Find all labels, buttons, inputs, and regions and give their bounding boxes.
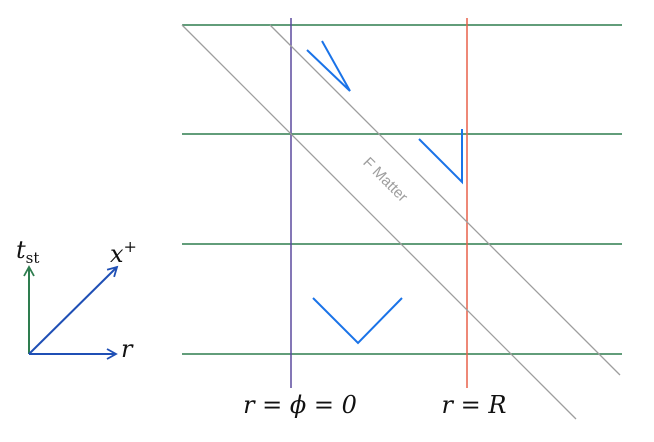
origin-label: r = ϕ = 0 (243, 391, 357, 419)
light-cone-top (306, 40, 351, 92)
matter-line-inner (181, 24, 577, 420)
boundary-label: r = R (442, 391, 507, 419)
matter-label: F Matter (359, 154, 411, 206)
matter-line-outer (269, 24, 621, 376)
x-plus-axis-arrow (28, 265, 119, 355)
r-axis-label: r (121, 335, 134, 363)
x-plus-axis-label: x+ (110, 237, 137, 268)
light-cone-bottom (312, 297, 403, 345)
light-cone-middle (418, 129, 463, 185)
time-axis-label: tst (16, 236, 39, 267)
